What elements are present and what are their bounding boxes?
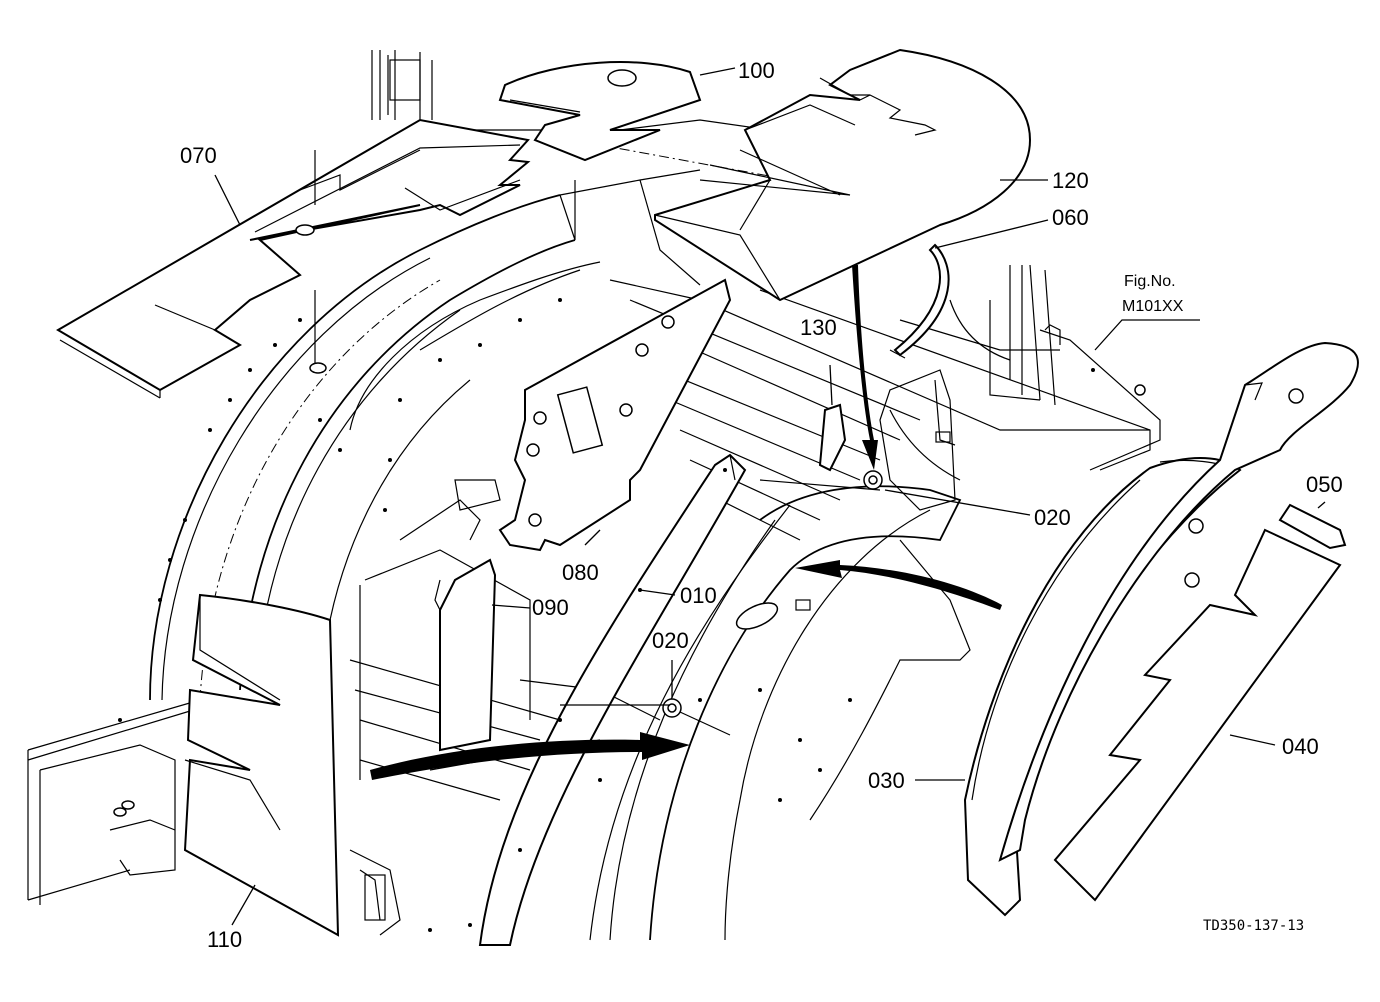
figure-reference: Fig.No. M101XX TD350-137-13 [1122, 273, 1304, 934]
part-110-panel [183, 593, 340, 937]
part-080-panel [498, 278, 732, 552]
part-090-panel [434, 558, 497, 752]
part-100-mat [498, 61, 702, 162]
callout-050: 050 [1306, 472, 1343, 497]
part-130-clip [818, 403, 847, 472]
callout-070: 070 [180, 143, 217, 168]
part-050-pad [1278, 503, 1347, 550]
callout-020-upper: 020 [1034, 505, 1071, 530]
drawing-code: TD350-137-13 [1203, 918, 1304, 934]
part-030-fender [963, 341, 1359, 917]
callout-120: 120 [1052, 168, 1089, 193]
fig-label: Fig.No. [1124, 273, 1176, 290]
part-010-rail [478, 453, 747, 946]
part-040-strip [1053, 528, 1342, 902]
callout-080: 080 [562, 560, 599, 585]
part-120-mat [654, 48, 1032, 302]
part-060-strip [889, 243, 950, 359]
callout-040: 040 [1282, 734, 1319, 759]
part-070-mat [56, 118, 531, 399]
callout-030: 030 [868, 768, 905, 793]
callout-090: 090 [532, 595, 569, 620]
callout-010: 010 [680, 583, 717, 608]
leader-lines [214, 67, 1326, 926]
callout-110: 110 [207, 927, 242, 952]
fig-number: M101XX [1122, 298, 1184, 315]
callout-labels: 100 070 120 060 130 020 050 080 090 010 … [180, 58, 1343, 952]
assembly-arrows [370, 265, 1002, 780]
callout-130: 130 [800, 315, 837, 340]
callout-020-lower: 020 [652, 628, 689, 653]
callout-060: 060 [1052, 205, 1089, 230]
part-020-nut-upper [863, 470, 883, 490]
part-020-nut-lower [662, 698, 682, 718]
callout-100: 100 [738, 58, 775, 83]
